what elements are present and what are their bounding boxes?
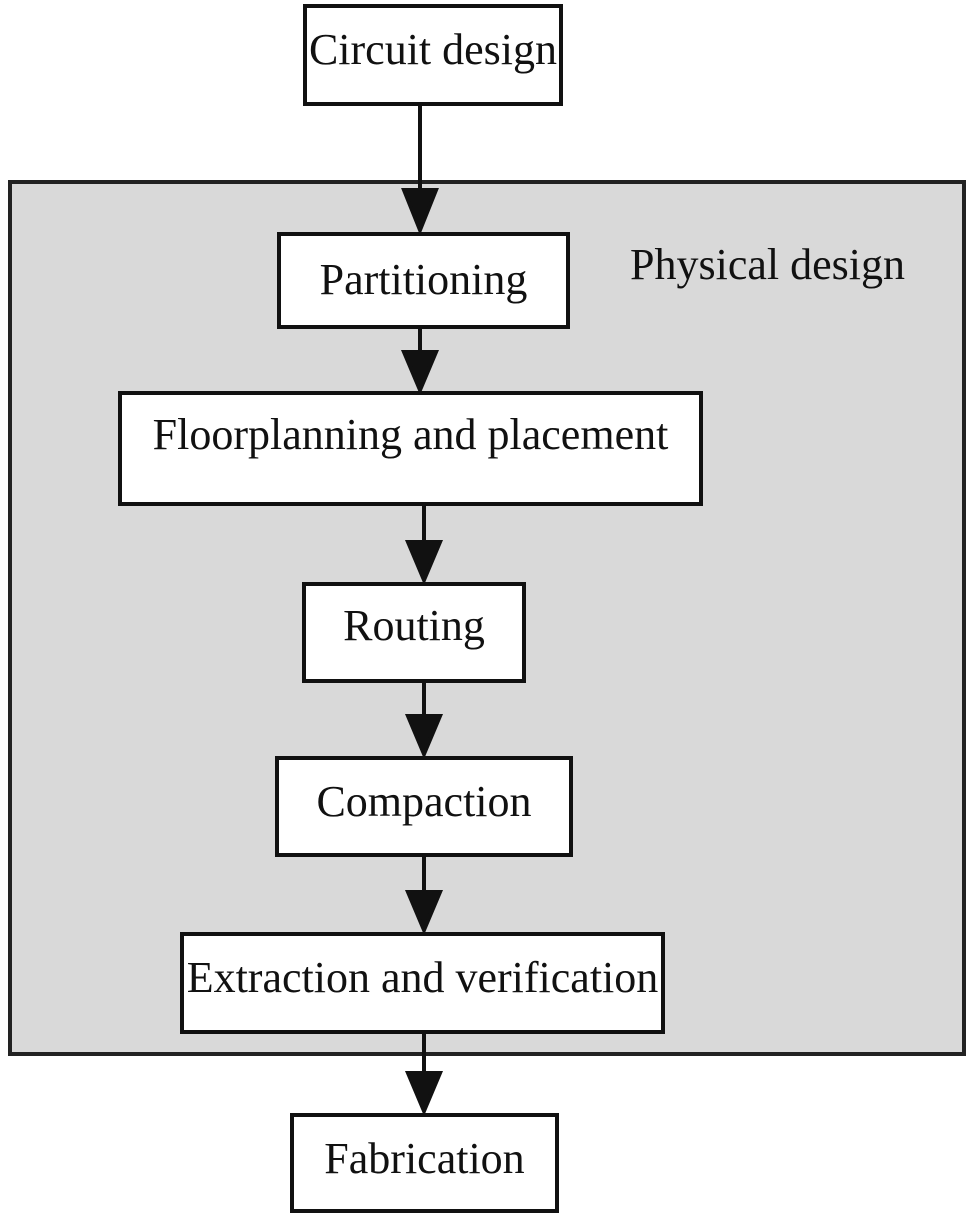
compaction-box: Compaction: [275, 756, 573, 857]
floorplanning-label: Floorplanning and placement: [152, 410, 669, 459]
extraction-label: Extraction and verification: [186, 953, 659, 1002]
partitioning-box: Partitioning: [277, 232, 570, 329]
fabrication-box: Fabrication: [290, 1113, 559, 1213]
compaction-label: Compaction: [316, 777, 532, 826]
fabrication-label: Fabrication: [324, 1134, 525, 1183]
circuit-design-label: Circuit design: [308, 25, 558, 74]
partitioning-label: Partitioning: [319, 255, 528, 304]
arrowhead-fabrication: [404, 1071, 444, 1117]
physical-design-label: Physical design: [630, 240, 905, 289]
routing-label: Routing: [343, 601, 485, 650]
floorplanning-box: Floorplanning and placement: [118, 391, 703, 506]
extraction-box: Extraction and verification: [180, 932, 665, 1034]
routing-box: Routing: [302, 582, 526, 683]
circuit-design-box: Circuit design: [303, 4, 563, 106]
